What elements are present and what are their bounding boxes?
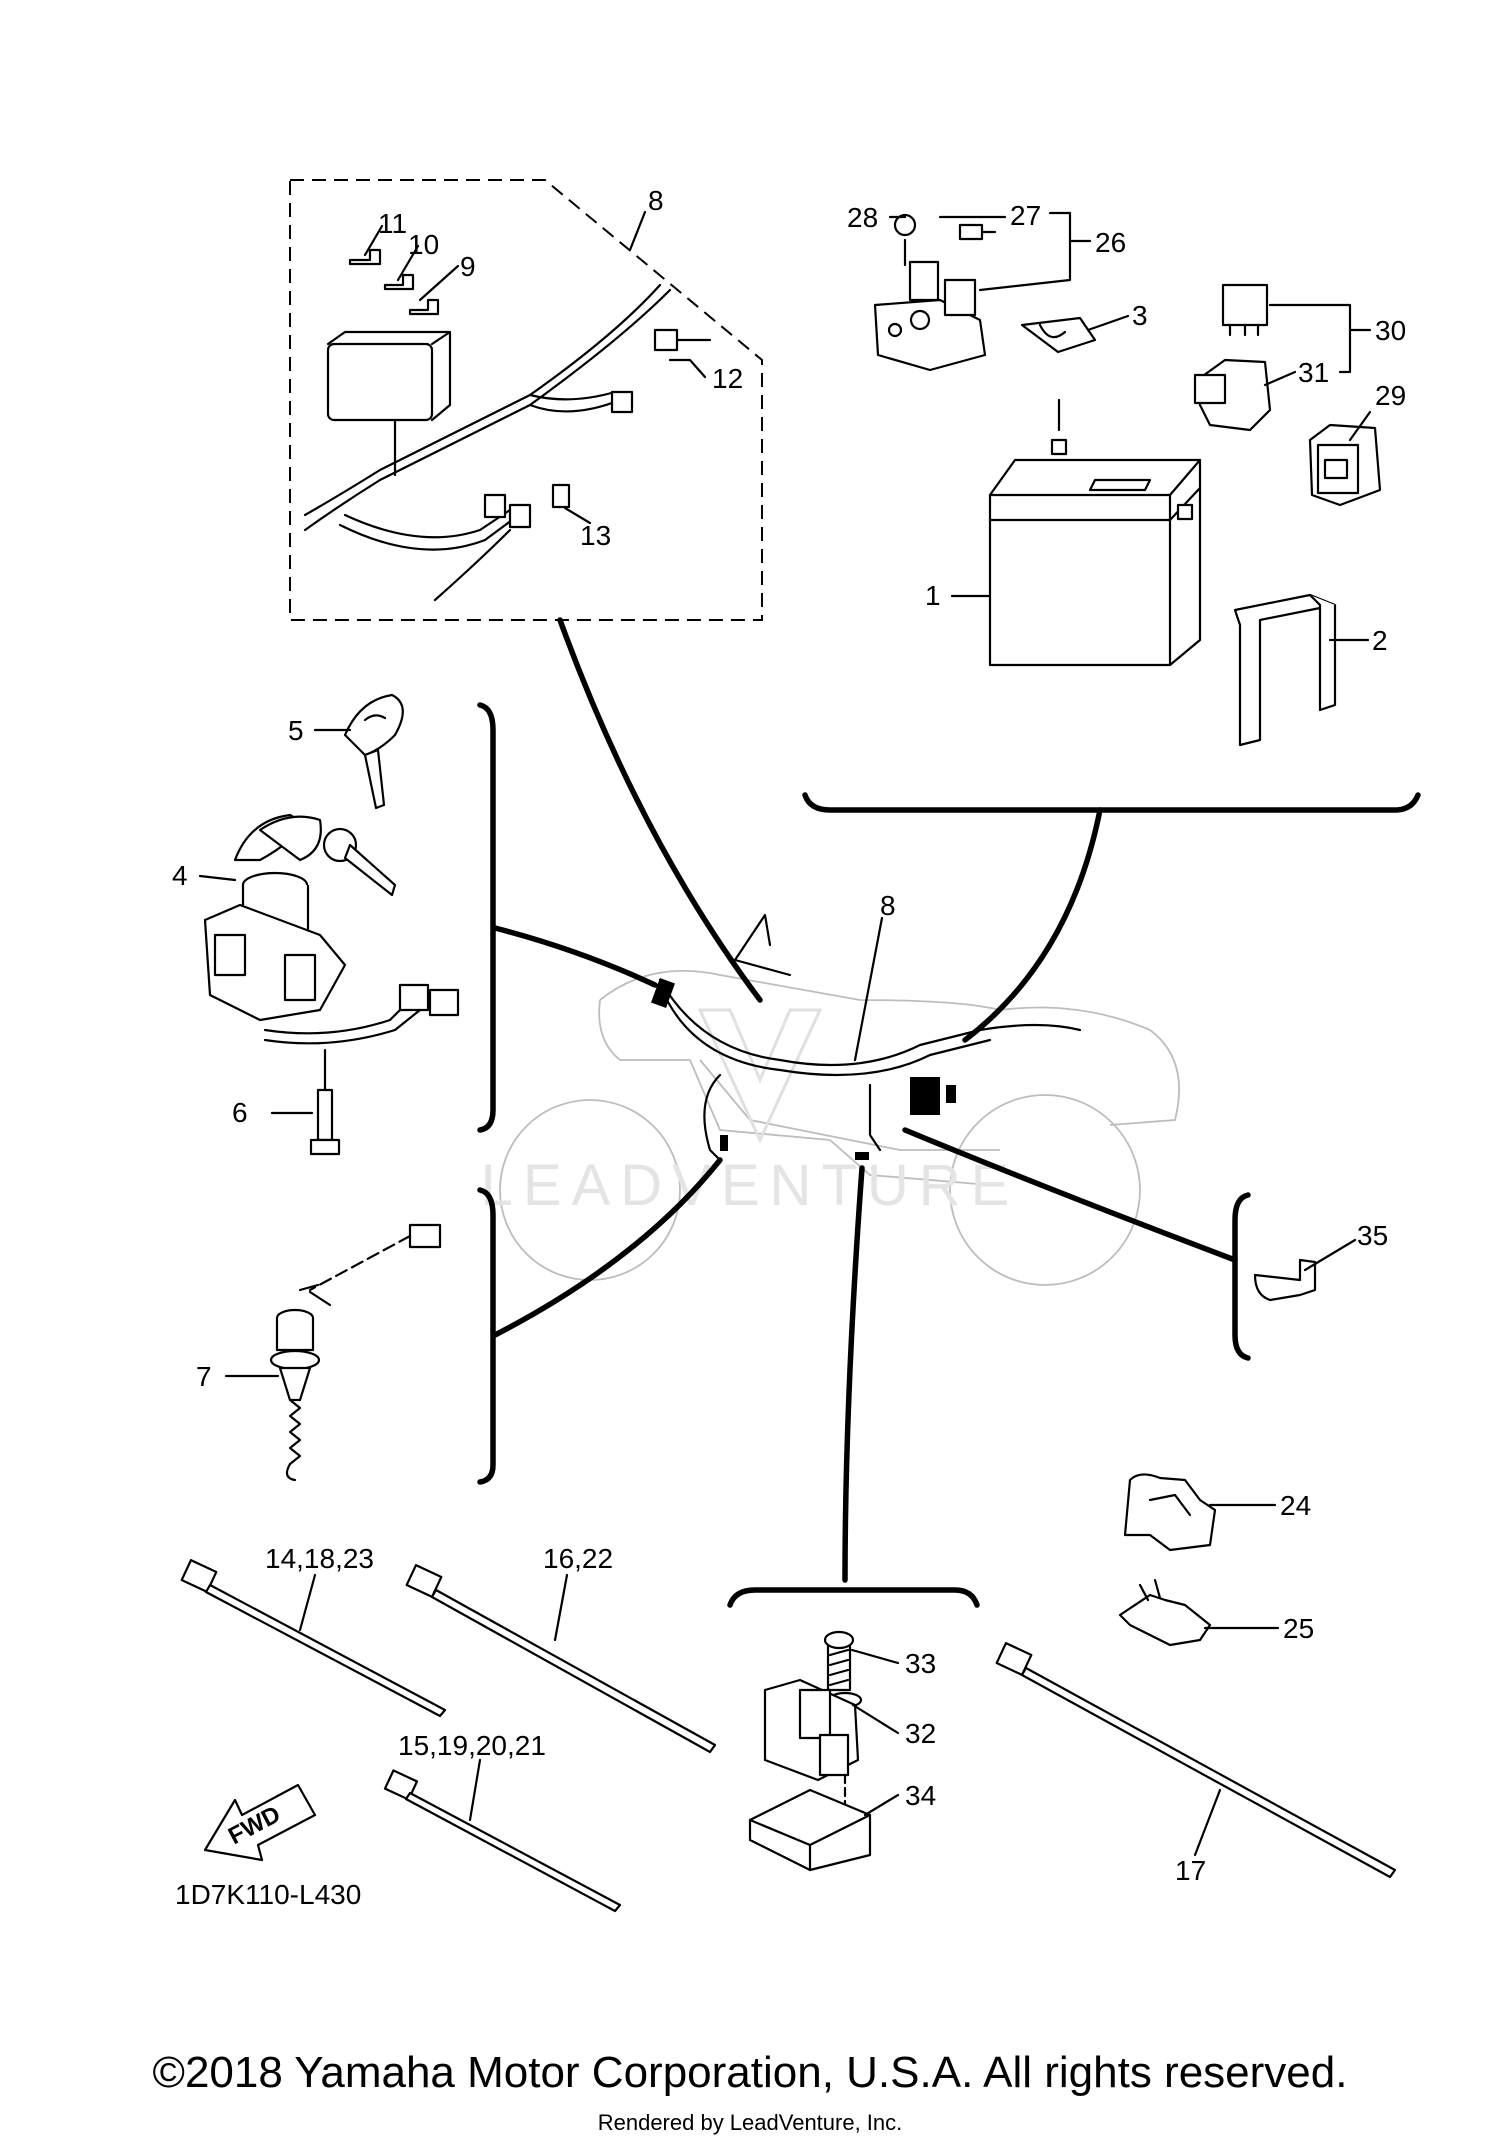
callout-29: 29 <box>1375 380 1406 411</box>
motorcycle-silhouette <box>499 970 1180 1286</box>
relay-group <box>1193 283 1382 507</box>
wire-harness <box>651 913 1082 1162</box>
group-brackets <box>477 702 1421 1608</box>
callout-34: 34 <box>905 1780 936 1811</box>
battery-group <box>988 316 1337 747</box>
clamp-group <box>1118 1473 1217 1647</box>
harness-detail-frame <box>289 179 763 621</box>
fwd-arrow-icon: FWD <box>203 1783 317 1862</box>
callout-8-harness: 8 <box>880 890 896 921</box>
callout-9: 9 <box>460 251 476 282</box>
callout-13: 13 <box>580 520 611 551</box>
callout-27: 27 <box>1010 200 1041 231</box>
sensor-group <box>748 1630 872 1872</box>
callout-10: 10 <box>408 229 439 260</box>
callout-7: 7 <box>196 1361 212 1392</box>
callout-6: 6 <box>232 1097 248 1128</box>
callout-30: 30 <box>1375 315 1406 346</box>
callout-25: 25 <box>1283 1613 1314 1644</box>
callout-24: 24 <box>1280 1490 1311 1521</box>
callout-8-detail: 8 <box>648 185 664 216</box>
rendered-by-notice: Rendered by LeadVenture, Inc. <box>597 2110 903 2135</box>
bracket-35 <box>1253 1258 1317 1302</box>
starter-relay-group <box>873 213 997 372</box>
callout-31: 31 <box>1298 357 1329 388</box>
watermark: LEADVENTURE <box>481 1153 1020 1218</box>
callout-3: 3 <box>1132 300 1148 331</box>
callout-17: 17 <box>1175 1855 1206 1886</box>
main-switch <box>203 813 460 1156</box>
leader-lines <box>492 617 1238 1583</box>
callout-32: 32 <box>905 1718 936 1749</box>
callout-leaders <box>198 210 1372 1857</box>
callout-5: 5 <box>288 715 304 746</box>
neutral-switch <box>269 1223 442 1482</box>
callout-12: 12 <box>712 363 743 394</box>
callout-28: 28 <box>847 202 878 233</box>
callout-15-19-20-21: 15,19,20,21 <box>398 1730 546 1761</box>
harness-detail <box>303 248 712 602</box>
cable-ties <box>180 1559 1397 1913</box>
watermark-logo <box>697 1008 823 1144</box>
drawing-code: 1D7K110-L430 <box>175 1879 361 1910</box>
callout-26: 26 <box>1095 227 1126 258</box>
ignition-key <box>343 693 404 810</box>
copyright-notice: ©2018 Yamaha Motor Corporation, U.S.A. A… <box>152 2048 1348 2097</box>
callout-labels: 1 2 3 4 5 6 7 8 8 9 10 11 12 13 14,18,23… <box>172 185 1406 1886</box>
callout-1: 1 <box>925 580 941 611</box>
callout-11: 11 <box>378 208 407 239</box>
callout-16-22: 16,22 <box>543 1543 613 1574</box>
callout-4: 4 <box>172 860 188 891</box>
callout-35: 35 <box>1357 1220 1388 1251</box>
callout-2: 2 <box>1372 625 1388 656</box>
callout-14-18-23: 14,18,23 <box>265 1543 374 1574</box>
callout-33: 33 <box>905 1648 936 1679</box>
